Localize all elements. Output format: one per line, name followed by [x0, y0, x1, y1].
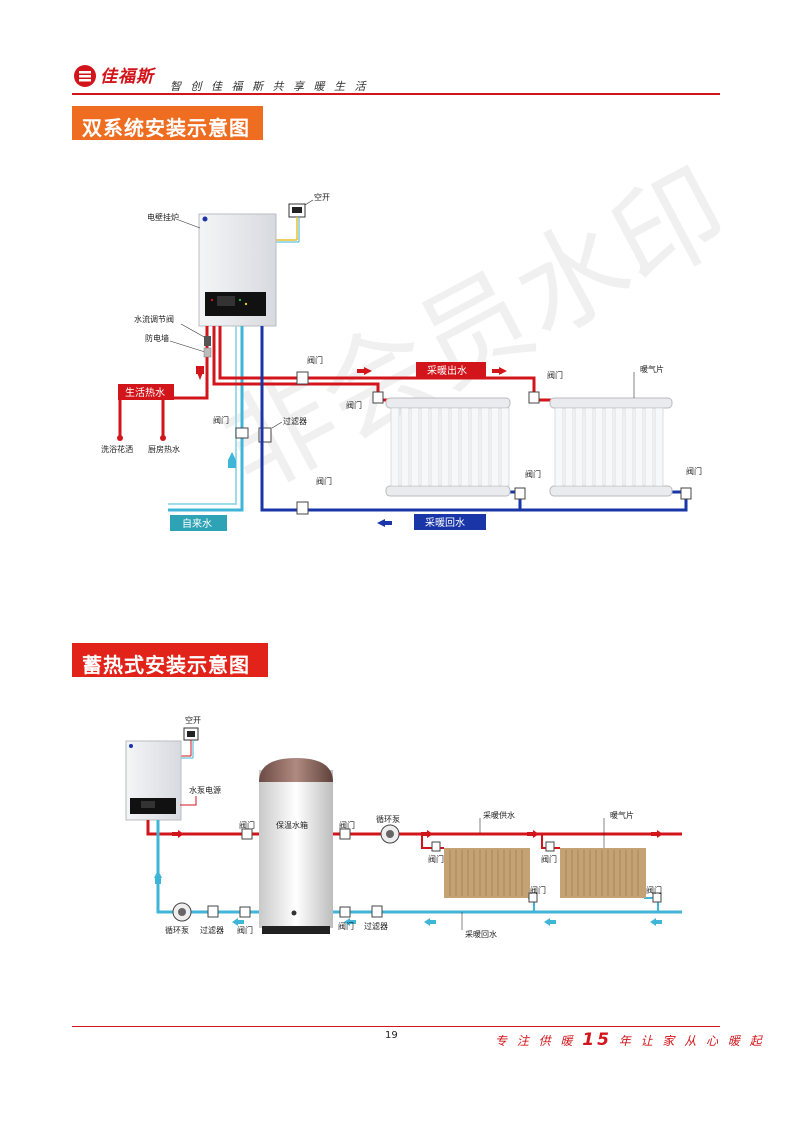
- label-radiator-dual: 暖气片: [640, 364, 664, 374]
- tag-heating-return: 采暖回水: [425, 516, 465, 529]
- storage-tank: [259, 758, 333, 934]
- footer-slogan-pre: 专 注 供 暖: [495, 1034, 576, 1048]
- label-filter-dual: 过滤器: [283, 416, 307, 426]
- label-valve-tap: 阀门: [213, 415, 229, 425]
- label-filter-return-2: 过滤器: [364, 921, 388, 931]
- section-title-storage: 蓄热式安装示意图: [72, 643, 268, 677]
- label-valve-return-1: 阀门: [316, 476, 332, 486]
- label-flow-valve: 水流调节阀: [134, 314, 174, 324]
- label-pump-power: 水泵电源: [189, 785, 221, 795]
- air-switch-storage: [180, 727, 199, 759]
- label-valve-return-3: 阀门: [686, 466, 702, 476]
- footer-slogan-num: 15: [582, 1030, 612, 1050]
- label-valve-supply-1: 阀门: [307, 355, 323, 365]
- label-valve-supply-2: 阀门: [346, 400, 362, 410]
- header-divider: [72, 93, 720, 95]
- label-valve-return-2: 阀门: [525, 469, 541, 479]
- label-valve-s4: 阀门: [541, 854, 557, 864]
- air-switch-dual: [276, 199, 314, 243]
- footer-slogan-post: 年 让 家 从 心 暖 起: [618, 1034, 765, 1048]
- radiator-storage-1: [444, 848, 530, 898]
- radiator-dual-1: [385, 397, 511, 497]
- brand-name: 佳福斯: [100, 67, 154, 87]
- label-air-switch-dual: 空开: [314, 192, 330, 202]
- header-slogan: 智 创 佳 福 斯 共 享 暖 生 活: [170, 80, 369, 93]
- radiator-dual-2: [549, 397, 673, 497]
- electric-boiler-dual: [198, 213, 277, 327]
- label-valve-supply-3: 阀门: [547, 370, 563, 380]
- dual-system-diagram: 空开 电壁挂炉 水流调节阀 防电墙 生活热水 洗浴花洒 厨房热水: [101, 192, 702, 531]
- label-tank: 保温水箱: [276, 820, 308, 830]
- label-pump-return: 循环泵: [165, 925, 189, 935]
- label-valve-s3: 阀门: [428, 854, 444, 864]
- label-valve-r4: 阀门: [338, 921, 354, 931]
- label-valve-s1: 阀门: [239, 820, 255, 830]
- footer-divider: [72, 1026, 720, 1027]
- label-radiator-storage: 暖气片: [610, 810, 634, 820]
- label-air-switch-storage: 空开: [185, 715, 201, 725]
- label-valve-r2: 阀门: [646, 885, 662, 895]
- radiator-storage-2: [560, 848, 646, 898]
- page-number: 19: [385, 1030, 398, 1041]
- tag-domestic-hot: 生活热水: [125, 386, 165, 399]
- footer-slogan: 专 注 供 暖 15 年 让 家 从 心 暖 起: [495, 1030, 765, 1050]
- label-return-storage: 采暖回水: [465, 929, 497, 939]
- label-filter-return-1: 过滤器: [200, 925, 224, 935]
- tag-heating-supply: 采暖出水: [427, 364, 467, 377]
- electric-boiler-storage: [125, 740, 182, 821]
- label-anti-shock: 防电墙: [145, 333, 169, 343]
- label-kitchen: 厨房热水: [148, 444, 180, 454]
- label-valve-r3: 阀门: [237, 925, 253, 935]
- label-pump-supply: 循环泵: [376, 814, 400, 824]
- storage-system-diagram: 空开 水泵电源: [125, 715, 682, 939]
- brand-logo-icon: [74, 65, 96, 87]
- label-supply-storage: 采暖供水: [483, 810, 515, 820]
- label-valve-s2: 阀门: [339, 820, 355, 830]
- label-shower: 洗浴花洒: [101, 444, 133, 454]
- tag-tap-water: 自来水: [182, 517, 212, 530]
- label-boiler-dual: 电壁挂炉: [147, 212, 179, 222]
- section-title-dual: 双系统安装示意图: [72, 106, 263, 140]
- label-valve-r1: 阀门: [530, 885, 546, 895]
